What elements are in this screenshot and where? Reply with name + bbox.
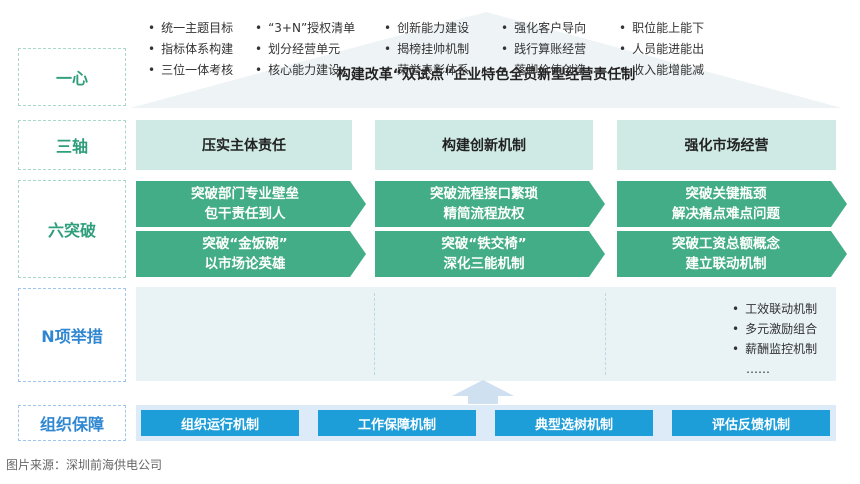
measure-item: 划分经营单元 (255, 39, 355, 60)
measure-item: 指标体系构建 (148, 39, 233, 60)
measure-item: 践行算账经营 (501, 39, 586, 60)
measure-item: 收入能增能减 (619, 60, 704, 81)
label-three-axes: 三轴 (18, 120, 126, 170)
breakthrough-line1: 突破“金饭碗” (202, 236, 288, 252)
label-org-support: 组织保障 (18, 405, 126, 441)
breakthrough-arrow: 突破工资总额概念建立联动机制 (617, 231, 849, 277)
measure-item: 落脚价值创造 (501, 60, 586, 81)
measure-ellipsis: …… (746, 362, 770, 376)
axis-label: 压实主体责任 (202, 138, 286, 154)
breakthrough-line2: 包干责任到人 (204, 206, 286, 222)
measure-item: 创新能力建设 (384, 18, 469, 39)
breakthrough-line2: 建立联动机制 (685, 256, 767, 272)
axis-label: 强化市场经营 (684, 138, 769, 154)
up-arrow-icon (452, 380, 514, 404)
label-n-measures: N项举措 (18, 288, 126, 382)
label-one-core: 一心 (18, 48, 126, 106)
breakthrough-line2: 精简流程放权 (443, 206, 525, 222)
breakthrough-line2: 以市场论英雄 (204, 256, 286, 272)
divider (605, 293, 606, 375)
measure-item: 多元激励组合 (732, 319, 817, 339)
mechanism-box: 评估反馈机制 (672, 410, 830, 436)
mechanism-label: 典型选树机制 (534, 417, 613, 433)
mechanism-label: 工作保障机制 (357, 417, 436, 433)
measure-item: 人员能进能出 (619, 39, 704, 60)
breakthrough-arrow: 突破流程接口繁琐精简流程放权 (375, 181, 607, 227)
measures-panel (136, 287, 836, 381)
measure-item: 工效联动机制 (732, 299, 817, 319)
axis-box: 构建创新机制 (375, 120, 593, 170)
measures-list: 创新能力建设 揭榜挂帅机制 荣誉表彰体系 (384, 18, 469, 81)
axis-label: 构建创新机制 (442, 138, 526, 154)
roof-shape (130, 12, 842, 108)
measure-item: 核心能力建设 (255, 60, 355, 81)
breakthrough-line1: 突破“铁交椅” (441, 236, 527, 252)
breakthrough-line1: 突破部门专业壁垒 (191, 186, 299, 202)
measures-list: 职位能上能下 人员能进能出 收入能增能减 (619, 18, 704, 81)
measure-item: “3+N”授权清单 (255, 18, 355, 39)
divider (374, 293, 375, 375)
breakthrough-arrow: 突破“金饭碗” 以市场论英雄 (136, 231, 368, 277)
measure-item: 强化客户导向 (501, 18, 586, 39)
label-six-breakthroughs: 六突破 (18, 180, 126, 278)
measures-list: 强化客户导向 践行算账经营 落脚价值创造 (501, 18, 586, 81)
measure-item: 荣誉表彰体系 (384, 60, 469, 81)
breakthrough-line1: 突破工资总额概念 (672, 236, 780, 252)
breakthrough-arrow: 突破部门专业壁垒包干责任到人 (136, 181, 368, 227)
breakthrough-line1: 突破流程接口繁琐 (430, 186, 538, 202)
roof-title: 构建改革“双试点”企业特色全员新型经营责任制 (336, 67, 636, 83)
measure-item: 薪酬监控机制 (732, 339, 817, 359)
mechanism-label: 组织运行机制 (180, 417, 259, 433)
mechanism-box: 典型选树机制 (495, 410, 653, 436)
measure-item: 职位能上能下 (619, 18, 704, 39)
breakthrough-arrow: 突破关键瓶颈解决痛点难点问题 (617, 181, 849, 227)
breakthrough-arrow: 突破“铁交椅” 深化三能机制 (375, 231, 607, 277)
mechanism-box: 工作保障机制 (318, 410, 476, 436)
mechanism-label: 评估反馈机制 (711, 417, 790, 433)
breakthrough-line2: 深化三能机制 (443, 256, 525, 272)
measure-item: 统一主题目标 (148, 18, 233, 39)
axis-box: 强化市场经营 (617, 120, 836, 170)
axis-box: 压实主体责任 (136, 120, 352, 170)
measures-list: “3+N”授权清单 划分经营单元 核心能力建设 (255, 18, 355, 81)
measure-item: 三位一体考核 (148, 60, 233, 81)
measures-list: 工效联动机制 多元激励组合 薪酬监控机制 …… (732, 299, 817, 379)
mechanism-box: 组织运行机制 (141, 410, 299, 436)
breakthrough-line2: 解决痛点难点问题 (672, 206, 780, 222)
breakthrough-line1: 突破关键瓶颈 (685, 186, 767, 202)
measures-list: 统一主题目标 指标体系构建 三位一体考核 (148, 18, 233, 81)
source-caption: 图片来源：深圳前海供电公司 (6, 458, 163, 472)
measure-item: 揭榜挂帅机制 (384, 39, 469, 60)
